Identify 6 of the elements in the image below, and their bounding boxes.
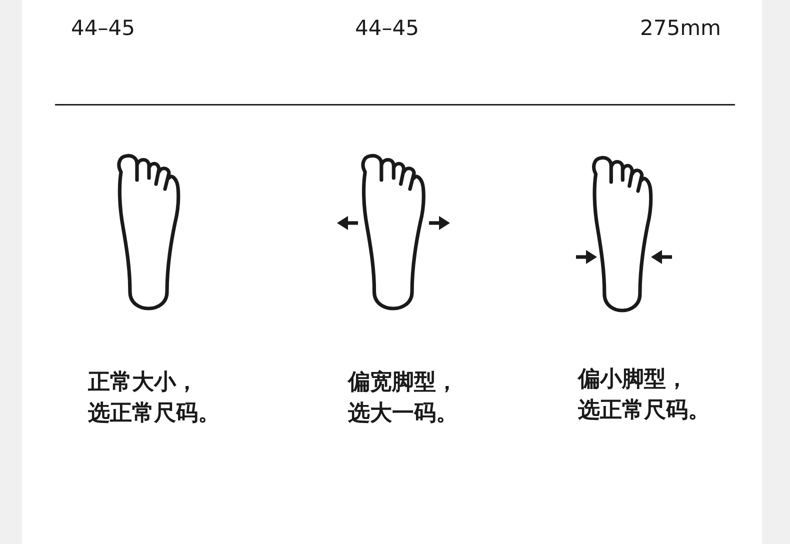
size-range-text: 44–45 [355,15,419,41]
fit-advice-text: 正常大小，选正常尺码。 [88,369,221,428]
fit-advice-text: 偏小脚型，选正常尺码。 [578,366,711,425]
fit-advice-text: 偏宽脚型，选大一码。 [348,368,459,428]
size-range-text: 44–45 [71,15,135,41]
foot-length-text: 275mm [640,15,721,41]
